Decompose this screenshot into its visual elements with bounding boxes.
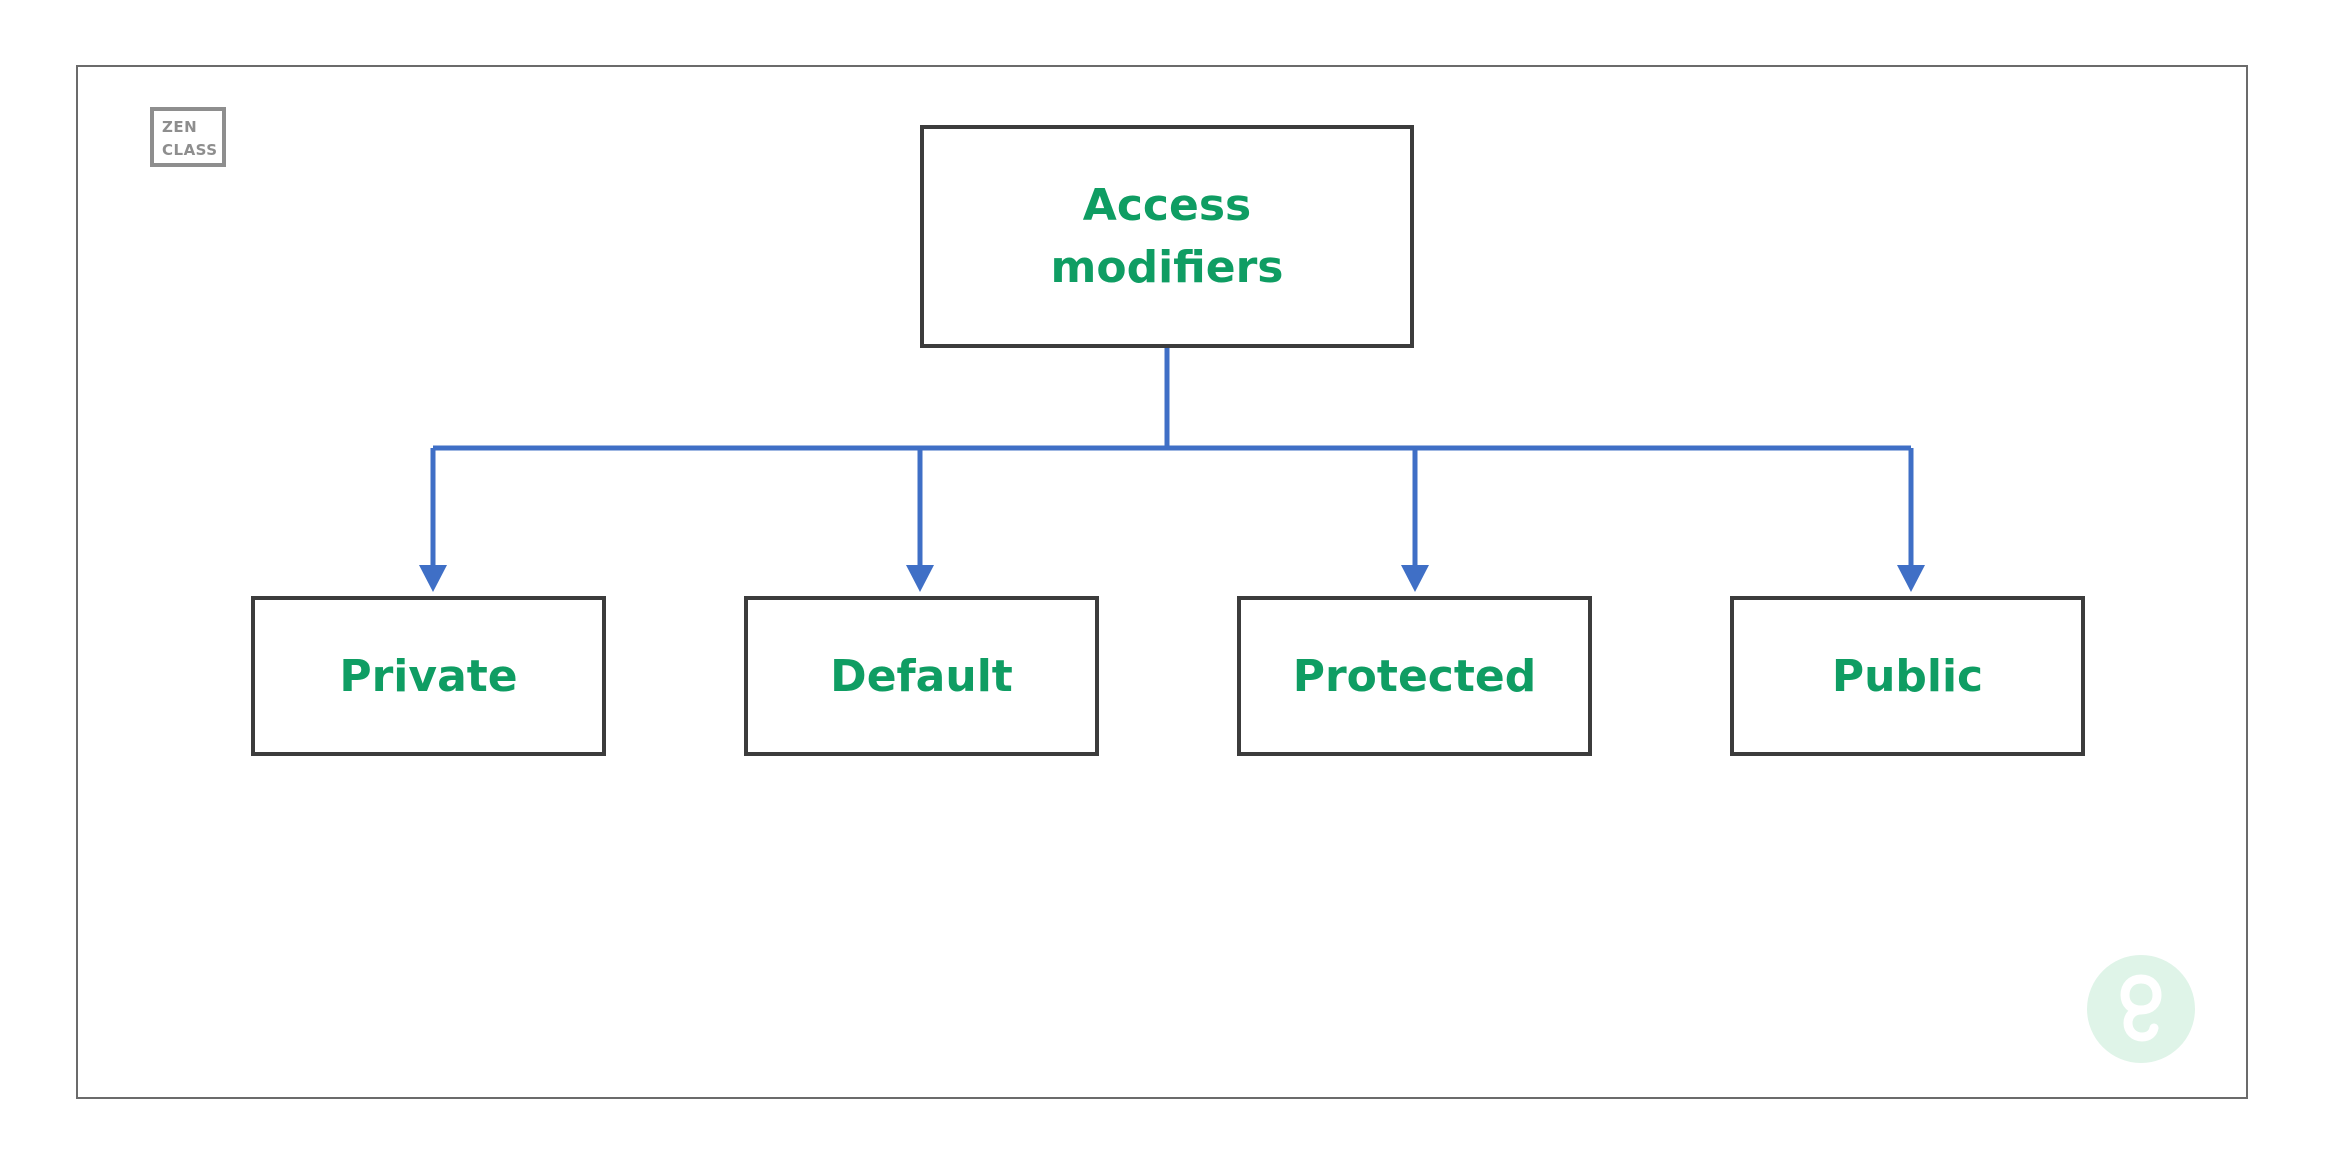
node-private-label: Private <box>339 650 518 702</box>
node-access-modifiers: Access modifiers <box>920 125 1414 348</box>
node-public-label: Public <box>1831 650 1984 702</box>
node-default: Default <box>744 596 1099 756</box>
node-access-modifiers-label: Access modifiers <box>1051 175 1284 299</box>
brand-glyph <box>2120 974 2162 1042</box>
node-protected-label: Protected <box>1292 650 1537 702</box>
node-protected: Protected <box>1237 596 1592 756</box>
logo-line-1: ZEN <box>162 118 198 136</box>
node-default-label: Default <box>830 650 1013 702</box>
zen-class-logo: ZEN CLASS <box>150 107 226 167</box>
node-private: Private <box>251 596 606 756</box>
brand-mark-icon <box>2087 955 2195 1063</box>
node-public: Public <box>1730 596 2085 756</box>
node-access-modifiers-line-2: modifiers <box>1050 241 1284 293</box>
node-access-modifiers-line-1: Access <box>1082 179 1252 231</box>
logo-line-2: CLASS <box>162 141 218 159</box>
